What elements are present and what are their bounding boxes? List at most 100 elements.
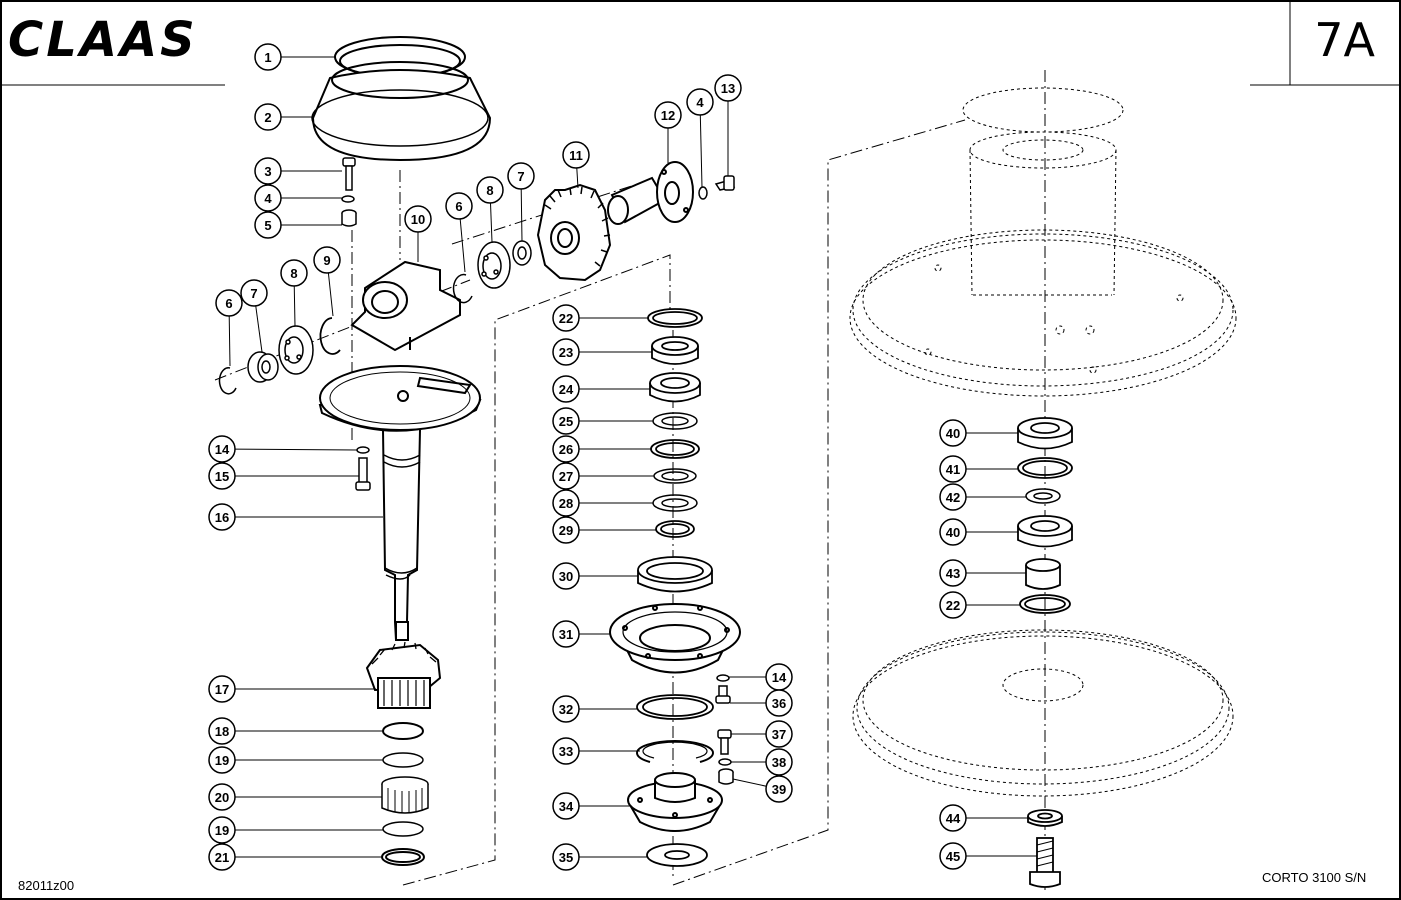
callout-label: 4 xyxy=(696,95,704,110)
callout-circle xyxy=(552,792,580,820)
part-35-washer xyxy=(646,843,708,867)
callout-circle xyxy=(939,842,967,870)
callout-3: 3 xyxy=(254,157,342,185)
drawing-number: 82011z00 xyxy=(18,878,75,893)
sheet-number: 7A xyxy=(1314,13,1375,67)
part-28-washer xyxy=(652,494,698,512)
callout-33: 33 xyxy=(552,737,640,765)
callout-13: 13 xyxy=(714,74,742,176)
callout-label: 13 xyxy=(721,81,735,96)
callout-circle xyxy=(714,74,742,102)
callout-4: 4 xyxy=(686,88,714,188)
callout-circle xyxy=(552,489,580,517)
part-4-washer xyxy=(341,195,355,203)
callout-41: 41 xyxy=(939,455,1018,483)
callout-label: 10 xyxy=(411,212,425,227)
callout-label: 4 xyxy=(264,191,272,206)
callout-circle xyxy=(552,516,580,544)
part-7-seal-right xyxy=(512,240,532,266)
leader-line xyxy=(293,285,296,327)
callout-label: 8 xyxy=(290,266,297,281)
part-5-bush xyxy=(341,209,357,227)
callout-2: 2 xyxy=(254,103,312,131)
callout-label: 45 xyxy=(946,849,960,864)
callout-circle xyxy=(208,435,236,463)
ghost-disc xyxy=(852,629,1234,797)
part-40-bearing-lower xyxy=(1017,515,1073,548)
part-21-ring xyxy=(381,848,425,866)
callout-label: 43 xyxy=(946,566,960,581)
part-16-drive-shaft xyxy=(318,365,482,641)
callout-circle xyxy=(254,211,282,239)
part-20-needle-bearing xyxy=(381,776,429,814)
callout-14: 14 xyxy=(208,435,358,463)
callout-label: 42 xyxy=(946,490,960,505)
callout-4: 4 xyxy=(254,184,342,212)
callout-circle xyxy=(939,419,967,447)
callout-22: 22 xyxy=(552,304,648,332)
callout-label: 14 xyxy=(215,442,230,457)
callout-circle xyxy=(552,695,580,723)
callout-circle xyxy=(654,101,682,129)
part-7-seal-left xyxy=(247,351,279,383)
callout-circle xyxy=(939,455,967,483)
callout-label: 37 xyxy=(772,727,786,742)
callout-label: 33 xyxy=(559,744,573,759)
callout-label: 26 xyxy=(559,442,573,457)
callout-label: 20 xyxy=(215,790,229,805)
callout-17: 17 xyxy=(208,675,376,703)
callout-circle xyxy=(552,843,580,871)
callout-label: 24 xyxy=(559,382,574,397)
callout-circle xyxy=(208,503,236,531)
ghost-rotor-housing xyxy=(849,87,1237,397)
callout-circle xyxy=(280,259,308,287)
callout-11: 11 xyxy=(562,141,590,189)
part-6-circlip-right xyxy=(452,273,473,304)
callout-circle xyxy=(939,559,967,587)
callout-22: 22 xyxy=(939,591,1020,619)
leader-line xyxy=(327,272,334,317)
callout-label: 31 xyxy=(559,627,573,642)
callout-label: 9 xyxy=(323,253,330,268)
callout-26: 26 xyxy=(552,435,651,463)
callout-43: 43 xyxy=(939,559,1026,587)
callout-circle xyxy=(208,746,236,774)
callout-7: 7 xyxy=(507,162,535,242)
leader-line xyxy=(699,114,703,188)
callout-27: 27 xyxy=(552,462,654,490)
callout-label: 17 xyxy=(215,682,229,697)
part-32-gasket xyxy=(636,694,714,720)
callout-label: 25 xyxy=(559,414,573,429)
part-26-circlip xyxy=(650,439,700,459)
callout-14: 14 xyxy=(729,663,793,691)
callout-44: 44 xyxy=(939,804,1028,832)
part-10-bearing-housing xyxy=(350,260,461,352)
callout-label: 7 xyxy=(517,169,524,184)
callout-circle xyxy=(552,562,580,590)
callout-circle xyxy=(254,43,282,71)
callout-circle xyxy=(939,804,967,832)
part-24-bearing xyxy=(649,372,701,403)
part-30-seal xyxy=(637,556,713,593)
part-14-washer xyxy=(356,446,370,454)
callout-9: 9 xyxy=(313,246,341,317)
callout-circle xyxy=(765,748,793,776)
callout-28: 28 xyxy=(552,489,653,517)
part-22-circlip-right xyxy=(1019,594,1071,614)
leader-line xyxy=(228,315,231,367)
callout-label: 32 xyxy=(559,702,573,717)
callout-19: 19 xyxy=(208,816,383,844)
callout-circle xyxy=(254,184,282,212)
callout-42: 42 xyxy=(939,483,1026,511)
callout-circle xyxy=(240,279,268,307)
callout-circle xyxy=(552,338,580,366)
leader-line xyxy=(255,305,263,353)
leader-line xyxy=(576,167,579,189)
callout-circle xyxy=(562,141,590,169)
part-31-housing xyxy=(609,603,741,674)
callout-label: 35 xyxy=(559,850,573,865)
part-18-ring xyxy=(382,722,424,740)
